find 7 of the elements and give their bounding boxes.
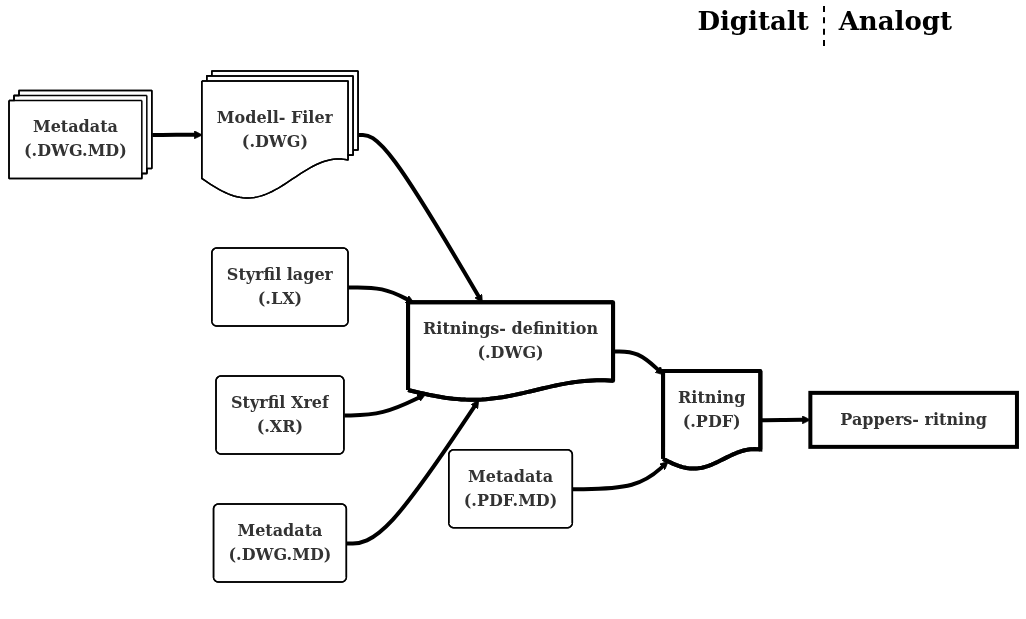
node-box: Pappers- ritning [808, 390, 1019, 449]
section-label: Analogt [822, 6, 966, 46]
arrow [613, 348, 664, 375]
arrow [152, 129, 203, 139]
arrow [572, 460, 669, 491]
section-label: Digitalt [696, 6, 810, 38]
arrow [344, 393, 426, 417]
